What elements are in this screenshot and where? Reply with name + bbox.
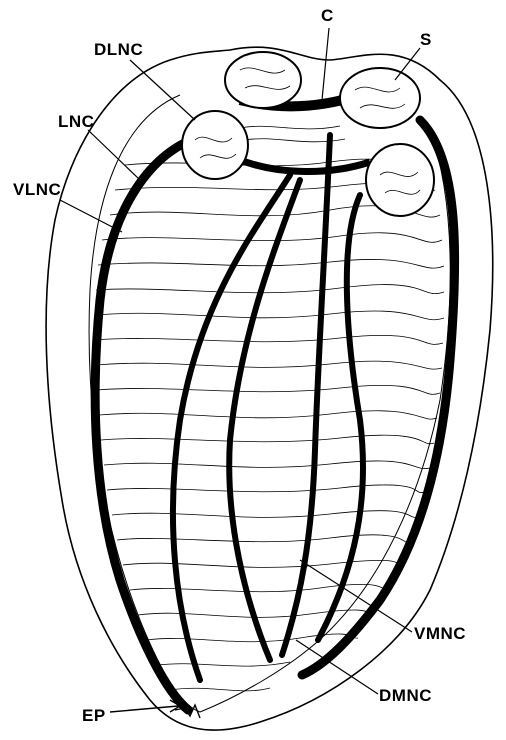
label-dmnc: DMNC (379, 686, 432, 706)
ep-arrow (110, 700, 180, 712)
sensory-ganglia (182, 52, 434, 216)
label-dlnc: DLNC (94, 40, 143, 60)
ganglion-mid-right (366, 144, 434, 216)
left-lateral-nerve-cord (95, 135, 205, 710)
ganglion-top-right (340, 68, 420, 128)
label-lnc: LNC (58, 112, 94, 132)
label-c: C (321, 6, 334, 26)
label-vmnc: VMNC (414, 624, 466, 644)
cerebral-commissure (240, 160, 370, 172)
ganglion-mid-left (182, 111, 248, 179)
label-s: S (420, 30, 432, 50)
label-vlnc: VLNC (13, 180, 61, 200)
ganglion-top-left (225, 52, 301, 108)
label-ep: EP (82, 706, 106, 726)
medial-nerve-cords (173, 135, 363, 680)
